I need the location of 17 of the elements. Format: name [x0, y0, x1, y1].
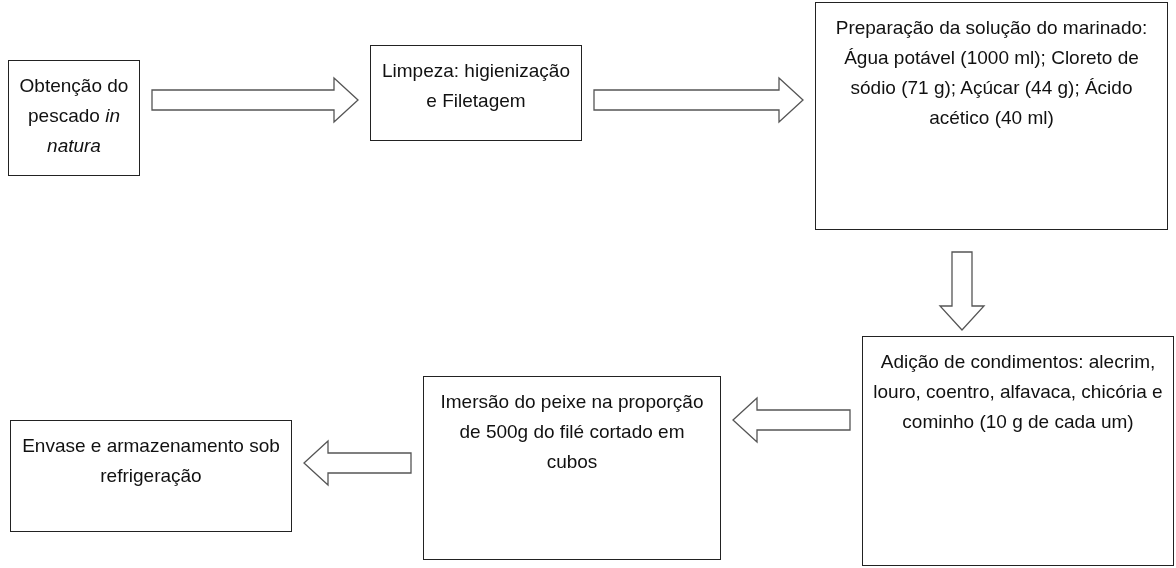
block-arrow [151, 76, 359, 124]
step-text: Preparação da solução do marinado: Água potável (1000 ml); Cloreto de sódio (71 g); Açúcar (44 g); Ácido acético (40 ml) [834, 16, 1149, 130]
block-arrow [303, 439, 412, 487]
process-box [423, 376, 721, 560]
process-box [10, 420, 292, 532]
process-box [862, 336, 1174, 566]
step-text: Adição de condimentos: alecrim, louro, coentro, alfavaca, chicória e cominho (10 g de cada um) [872, 350, 1164, 434]
process-box [8, 60, 140, 176]
process-box [815, 2, 1168, 230]
block-arrow [732, 396, 851, 444]
step-text: Imersão do peixe na proporção de 500g do filé cortado em cubos [439, 390, 705, 474]
step-text: Limpeza: higienização e Filetagem [381, 59, 571, 113]
step-text: Envase e armazenamento sob refrigeração [21, 434, 281, 488]
block-arrow [593, 76, 804, 124]
step-text: Obtenção do pescado in natura [18, 74, 130, 158]
process-box [370, 45, 582, 141]
block-arrow [938, 251, 986, 331]
